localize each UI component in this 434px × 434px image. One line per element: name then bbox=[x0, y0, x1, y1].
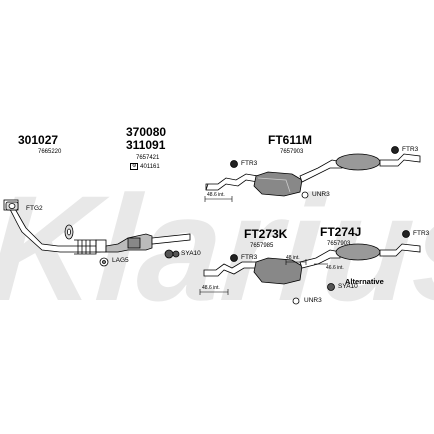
bracket-ftr3-b bbox=[391, 146, 399, 154]
rear-silencer-ft611m bbox=[299, 153, 421, 183]
part-code-301027: 301027 bbox=[18, 133, 59, 147]
bracket-ftr3-c bbox=[230, 254, 238, 262]
center-silencer-ft273k bbox=[253, 257, 303, 285]
bracket-ftr3-a bbox=[230, 160, 238, 168]
part-ref-7657903-b: 7657903 bbox=[327, 241, 351, 247]
label-unr3-a: UNR3 bbox=[312, 191, 330, 198]
part-code-ft611m: FT611M bbox=[268, 133, 313, 147]
center-silencer-top bbox=[253, 171, 303, 197]
gasket-flange bbox=[64, 224, 74, 240]
label-ftr3-c: FTR3 bbox=[241, 254, 258, 261]
part-code-370080: 370080 bbox=[126, 125, 167, 139]
label-sya10-right: SYA10 bbox=[338, 283, 358, 290]
fitting-kit-icon: ⚙ bbox=[130, 163, 139, 170]
rubber-sya10-left bbox=[164, 249, 180, 259]
label-unr3-b: UNR3 bbox=[304, 297, 322, 304]
clamp-unr3-b bbox=[292, 297, 300, 305]
part-code-ft274j: FT274J bbox=[320, 225, 362, 239]
part-ref-7665220: 7665220 bbox=[38, 149, 62, 155]
alternative-label: Alternative bbox=[345, 277, 384, 286]
clamp-lag5 bbox=[99, 257, 109, 267]
label-ftr3-d: FTR3 bbox=[413, 230, 430, 237]
label-ftr3-b: FTR3 bbox=[402, 146, 419, 153]
dimension-label-1: 48.6 int. bbox=[207, 192, 225, 198]
label-ftr3-a: FTR3 bbox=[241, 160, 258, 167]
dimension-label-3: 48 int. bbox=[286, 255, 300, 261]
rear-silencer-ft274j bbox=[299, 243, 421, 269]
part-ref-7657903-a: 7657903 bbox=[280, 149, 304, 155]
label-lag5: LAG5 bbox=[112, 257, 129, 264]
label-sya10-left: SYA10 bbox=[181, 250, 201, 257]
part-code-ft273k: FT273K bbox=[244, 227, 288, 241]
label-ftg2: FTG2 bbox=[26, 205, 43, 212]
part-ref-7657985: 7657985 bbox=[250, 243, 274, 249]
dimension-lines bbox=[199, 196, 328, 295]
part-code-311091: 311091 bbox=[126, 138, 166, 152]
part-ref-401161-text: 401161 bbox=[140, 164, 160, 171]
part-ref-7657421: 7657421 bbox=[136, 155, 160, 161]
gasket-ftg2 bbox=[5, 201, 19, 211]
clamp-unr3-a bbox=[301, 191, 309, 199]
bracket-ftr3-d bbox=[402, 230, 410, 238]
dimension-label-2: 48.6 int. bbox=[202, 285, 220, 291]
part-ref-401161: ⚙ 401161 bbox=[130, 163, 160, 170]
catalytic-converter-311091 bbox=[105, 233, 191, 253]
dimension-label-4: 46.6 int. bbox=[326, 265, 344, 271]
rubber-sya10-right bbox=[327, 283, 335, 291]
